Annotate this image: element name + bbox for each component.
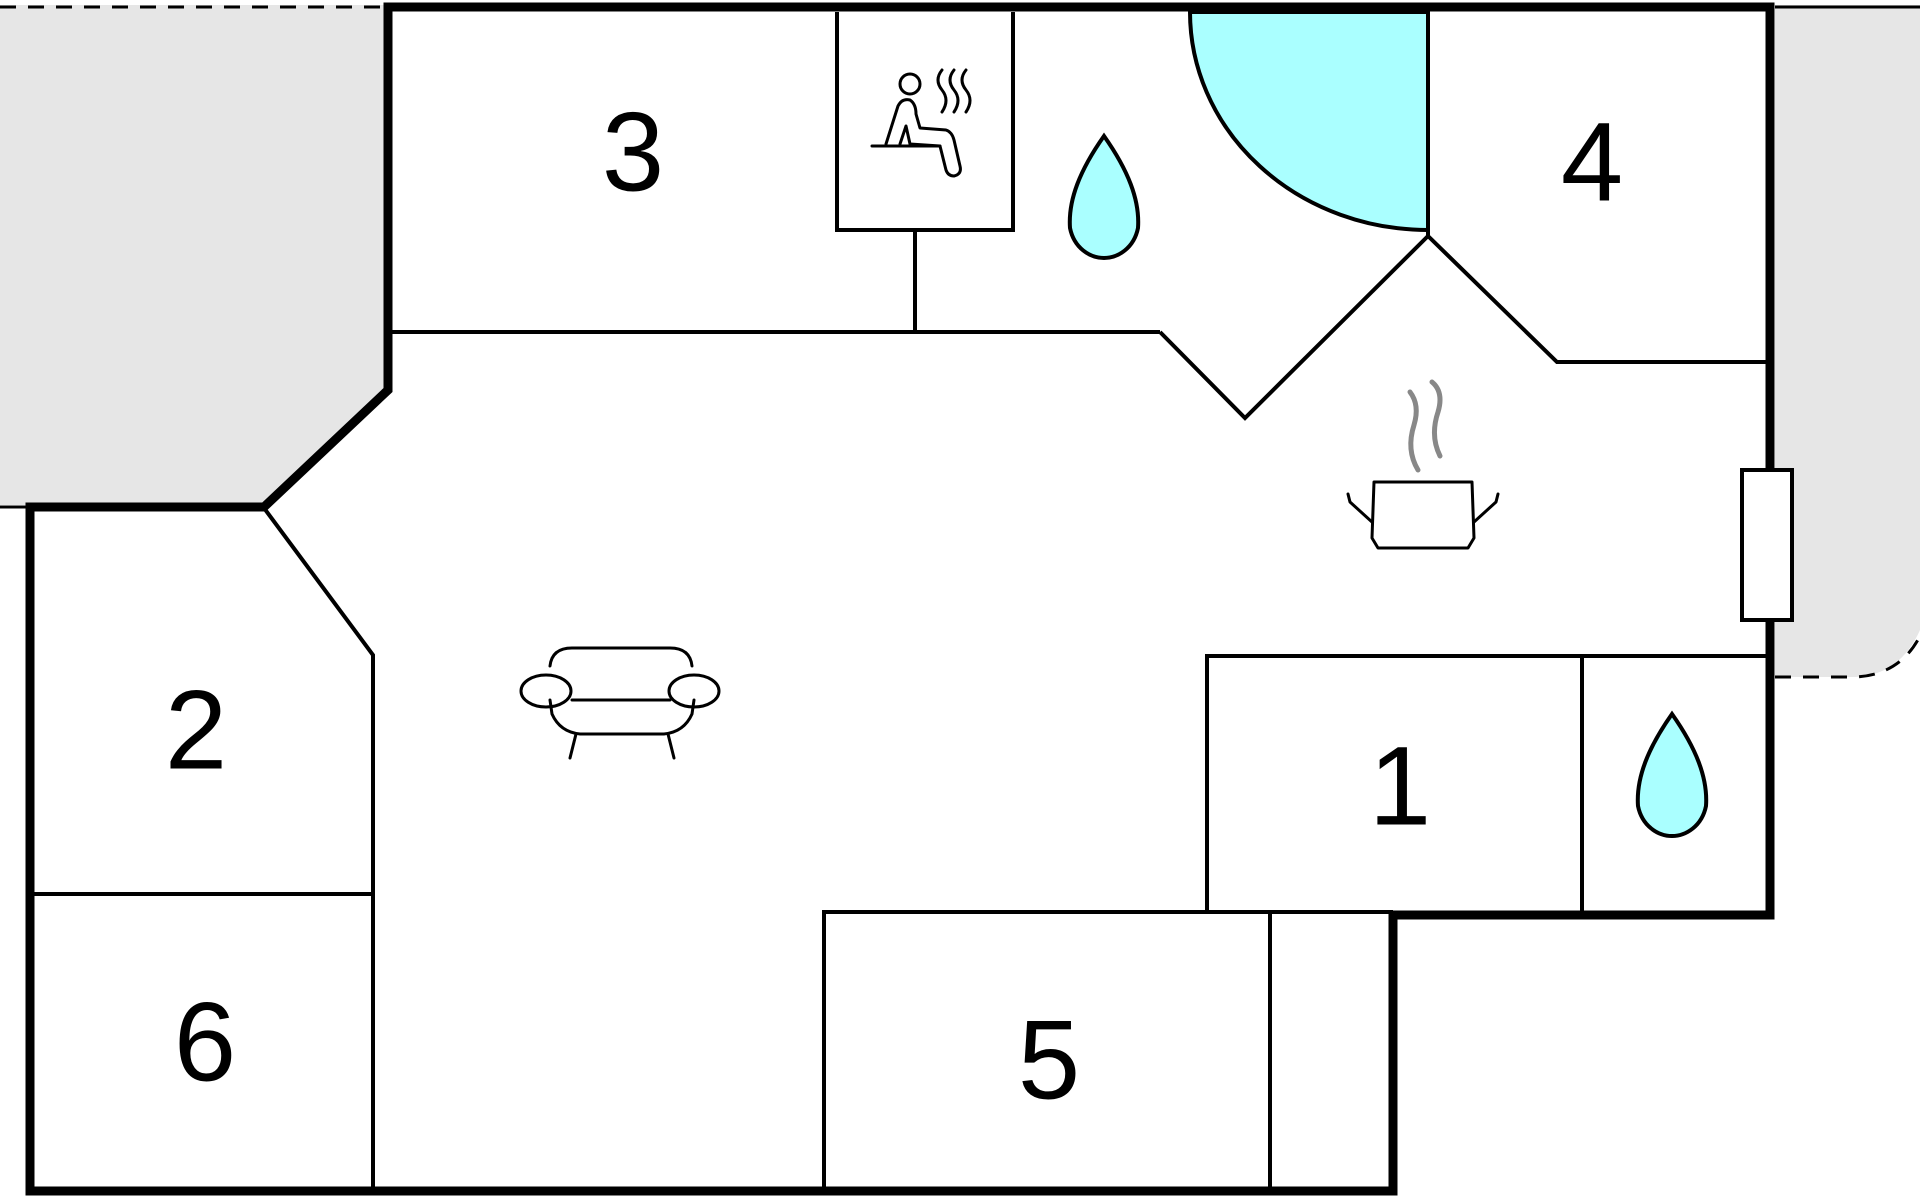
room-label-6: 6 [174, 980, 236, 1105]
window [1740, 468, 1794, 622]
room-label-3: 3 [602, 90, 664, 215]
wall-kitchen-zigzag [1158, 233, 1770, 421]
room-label-5: 5 [1018, 998, 1080, 1123]
room-label-1: 1 [1369, 724, 1431, 849]
room-label-2: 2 [165, 668, 227, 793]
terrace-right-dashed-edge [1775, 635, 1920, 679]
terrace-left [0, 5, 388, 505]
room-label-4: 4 [1561, 100, 1623, 225]
wall-room5-box [822, 910, 1393, 1190]
pool [1187, 10, 1430, 233]
water-drop-icon [1067, 132, 1141, 261]
wall-sauna-box [835, 12, 1015, 232]
sauna-icon [870, 68, 972, 178]
terrace-right [1775, 5, 1920, 677]
exterior-walls [25, 2, 1775, 1196]
sofa-icon [519, 646, 721, 760]
wall-room2-diagonal [262, 506, 375, 1190]
room-labels: 1 2 3 4 5 6 [165, 90, 1623, 1123]
cooking-pot-icon [1346, 379, 1500, 550]
interior-walls [32, 12, 1770, 1190]
water-drop-icon [1635, 710, 1709, 839]
outdoor-areas [0, 5, 1920, 679]
